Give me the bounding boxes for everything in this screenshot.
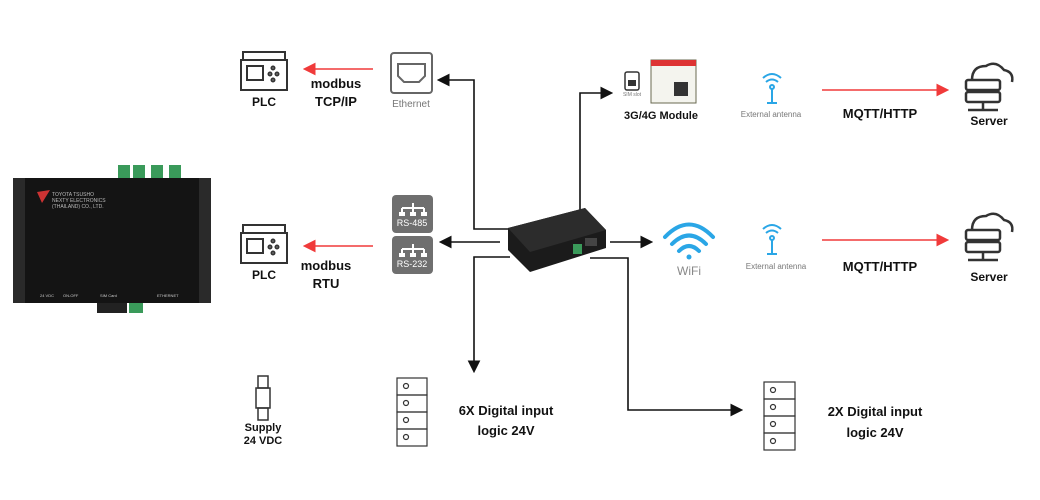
server1-label: Server	[970, 114, 1008, 128]
digital-input-2-icon	[763, 381, 796, 451]
connector-di6	[467, 256, 510, 374]
supply-label-2: 24 VDC	[243, 435, 283, 447]
svg-text:ETHERNET: ETHERNET	[157, 293, 179, 298]
supply-label-1: Supply	[244, 422, 282, 434]
modbus-rtu-label-2: RTU	[312, 276, 340, 291]
svg-text:24 VDC: 24 VDC	[40, 293, 54, 298]
antenna1-label: External antenna	[740, 110, 802, 119]
wifi-icon	[663, 222, 715, 260]
external-antenna-1-icon	[762, 73, 782, 104]
gateway-device-image: TOYOTA TSUSHO NEXTY ELECTRONICS (THAILAN…	[13, 165, 211, 313]
modbus-tcp-label-1: modbus	[310, 76, 362, 91]
link2-label: MQTT/HTTP	[842, 259, 918, 274]
connector-ethernet	[436, 73, 512, 230]
svg-text:(THAILAND) CO., LTD.: (THAILAND) CO., LTD.	[52, 204, 104, 210]
plc-rtu-icon	[240, 224, 288, 264]
sim-label: SIM slot	[622, 92, 642, 98]
cellular-module-icon	[650, 59, 697, 104]
modbus-tcp-label-2: TCP/IP	[315, 94, 357, 109]
wifi-label: WiFi	[677, 264, 701, 278]
di2-label-1: 2X Digital input	[827, 404, 923, 419]
plc-tcp-label: PLC	[252, 95, 276, 109]
digital-input-6-icon	[396, 377, 428, 447]
sim-card-icon	[624, 71, 640, 91]
di6-label-2: logic 24V	[477, 423, 535, 438]
connector-di2	[590, 257, 744, 417]
svg-text:NEXTY ELECTRONICS: NEXTY ELECTRONICS	[52, 198, 106, 204]
antenna2-label: External antenna	[745, 262, 807, 271]
ethernet-label: Ethernet	[392, 99, 430, 110]
connector-cellular	[579, 86, 614, 212]
svg-text:SIM Card: SIM Card	[100, 293, 117, 298]
gateway-small-image	[508, 208, 606, 272]
ethernet-port-icon	[390, 52, 433, 94]
rs232-label: RS-232	[396, 259, 428, 269]
svg-text:ON-OFF: ON-OFF	[63, 293, 79, 298]
di2-label-2: logic 24V	[846, 425, 904, 440]
rs485-icon	[392, 195, 433, 233]
rs485-label: RS-485	[396, 218, 428, 228]
server2-label: Server	[970, 270, 1008, 284]
external-antenna-2-icon	[762, 224, 782, 255]
plc-rtu-label: PLC	[252, 268, 276, 282]
plc-tcp-icon	[240, 51, 288, 91]
link1-label: MQTT/HTTP	[842, 106, 918, 121]
server-1-icon	[964, 62, 1014, 112]
di6-label-1: 6X Digital input	[458, 403, 554, 418]
server-2-icon	[964, 212, 1014, 262]
svg-text:TOYOTA TSUSHO: TOYOTA TSUSHO	[52, 192, 94, 198]
modbus-rtu-label-1: modbus	[300, 258, 352, 273]
cellular-label: 3G/4G Module	[624, 110, 698, 122]
fuse-icon	[255, 375, 271, 421]
rs232-icon	[392, 236, 433, 274]
